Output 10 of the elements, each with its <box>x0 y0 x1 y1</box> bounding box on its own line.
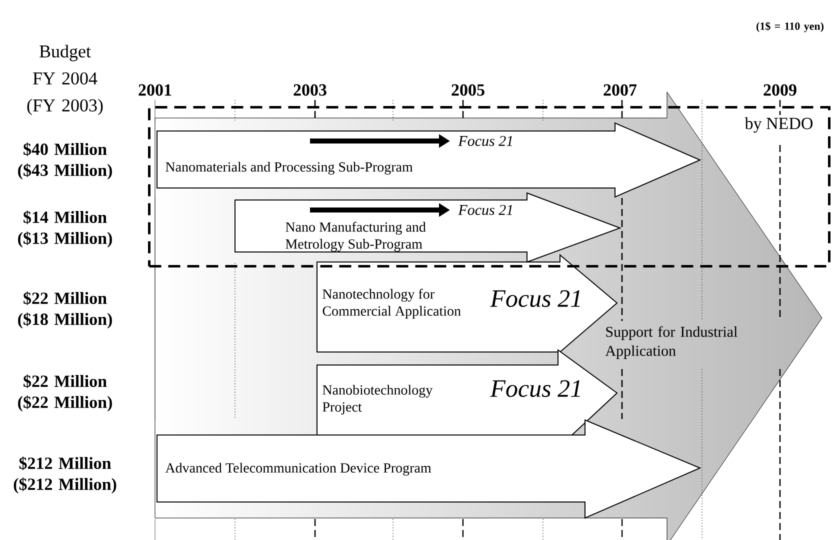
budget-label: $40 Million ($43 Million) <box>18 142 112 180</box>
column-header: Budget FY 2004 (FY 2003) <box>27 44 103 116</box>
budget-label: $14 Million ($13 Million) <box>18 210 112 248</box>
program-banner: Advanced Telecommunication Device Program <box>156 419 702 519</box>
budget-label: $22 Million ($18 Million) <box>18 292 112 328</box>
program-banner: Nanomaterials and Processing Sub-Program Focus 21 <box>156 122 702 198</box>
budget-label: $22 Million ($22 Million) <box>18 374 112 412</box>
budget-label: $212 Million ($212 Million) <box>14 456 116 494</box>
program-banner: Nano Manufacturing and Metrology Sub-Program Focus 21 <box>234 192 622 263</box>
note: (1$ = 110 yen) <box>756 22 824 32</box>
